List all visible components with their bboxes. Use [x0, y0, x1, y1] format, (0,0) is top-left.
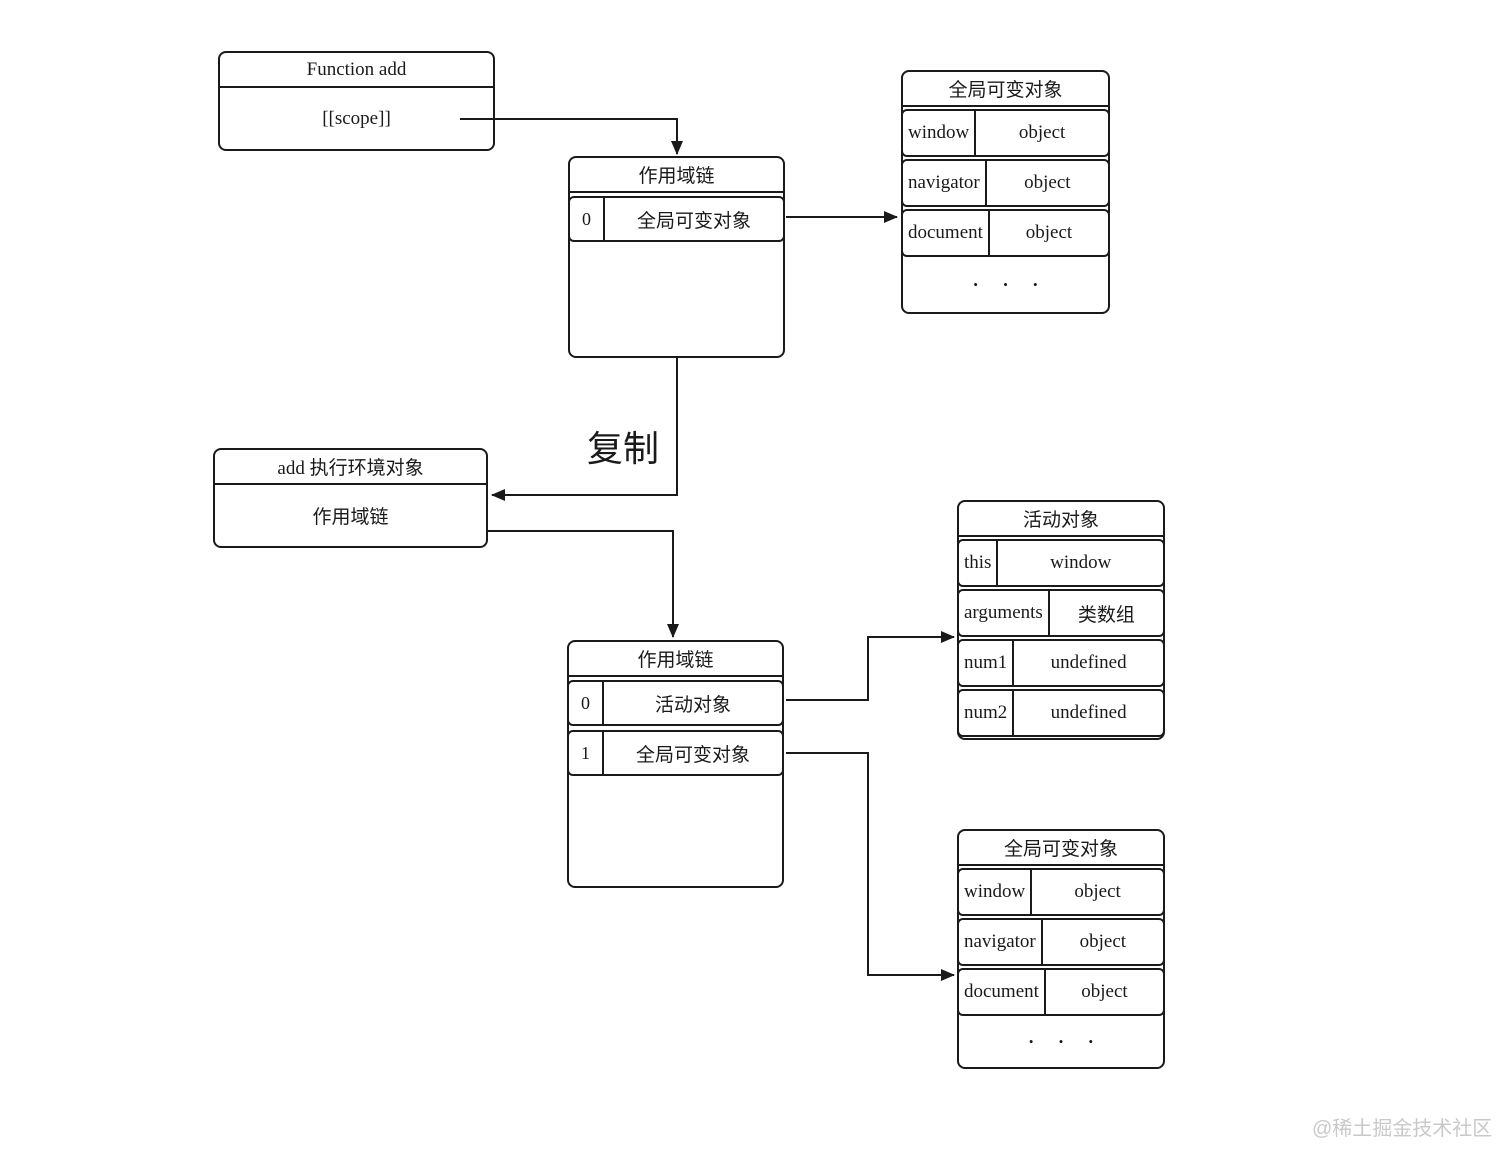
scope-chain-bottom-row-0: 0 活动对象	[567, 680, 784, 726]
row-key: arguments	[959, 591, 1050, 635]
row-index: 1	[569, 732, 604, 774]
row-value: object	[1018, 122, 1066, 143]
row-value: 全局可变对象	[635, 744, 750, 766]
scope-field-label: [[scope]]	[322, 107, 391, 129]
global-object-top-table: 全局可变对象 window object navigator object do…	[901, 70, 1110, 314]
row-index: 0	[569, 682, 604, 724]
copy-label: 复制	[586, 429, 659, 469]
global-object-bottom-table: 全局可变对象 window object navigator object do…	[957, 829, 1165, 1069]
global-object-top-row-document: document object	[901, 209, 1110, 257]
row-value: object	[1079, 931, 1127, 952]
activation-object-row-arguments: arguments 类数组	[957, 589, 1165, 637]
row-value: object	[1081, 981, 1128, 1002]
row-index: 0	[570, 198, 605, 240]
watermark: @稀土掘金技术社区	[1312, 1118, 1493, 1140]
row-value: object	[1024, 172, 1071, 193]
function-add-box: Function add [[scope]]	[218, 51, 495, 151]
scope-chain-top-box: 作用域链 0 全局可变对象	[568, 156, 785, 358]
row-key: document	[903, 211, 990, 255]
scope-chain-bottom-row-1: 1 全局可变对象	[567, 730, 784, 776]
row-value: undefined	[1050, 702, 1127, 723]
ellipsis-row: • • •	[973, 276, 1049, 292]
activation-object-row-this: this window	[957, 539, 1165, 587]
row-value: 全局可变对象	[636, 210, 751, 232]
activation-object-row-num2: num2 undefined	[957, 689, 1165, 737]
row-key: window	[903, 111, 977, 155]
exec-context-scope-chain-field: 作用域链	[312, 507, 389, 528]
row-key: window	[959, 870, 1033, 914]
activation-object-row-num1: num1 undefined	[957, 639, 1165, 687]
global-object-bottom-row-navigator: navigator object	[957, 918, 1165, 966]
scope-chain-bottom-title: 作用域链	[569, 642, 782, 677]
global-object-bottom-row-window: window object	[957, 868, 1165, 916]
scope-chain-bottom-box: 作用域链 0 活动对象 1 全局可变对象	[567, 640, 784, 888]
row-key: navigator	[903, 161, 987, 205]
arrow-exec-context-to-scopechain	[488, 530, 679, 638]
arrow-row1-to-global-object	[786, 752, 955, 981]
global-object-top-row-navigator: navigator object	[901, 159, 1110, 207]
row-value: 类数组	[1077, 604, 1135, 626]
activation-object-table: 活动对象 this window arguments 类数组 num1 unde…	[957, 500, 1165, 740]
row-value: object	[1074, 881, 1121, 902]
activation-object-title: 活动对象	[959, 502, 1163, 537]
exec-context-title: add 执行环境对象	[215, 450, 486, 485]
scope-chain-top-title: 作用域链	[570, 158, 783, 193]
global-object-bottom-row-document: document object	[957, 968, 1165, 1016]
row-key: this	[959, 541, 999, 585]
row-value: 活动对象	[654, 694, 731, 716]
function-add-title: Function add	[220, 53, 493, 88]
scope-chain-top-row-0: 0 全局可变对象	[568, 196, 785, 242]
row-value: undefined	[1050, 652, 1127, 673]
exec-context-box: add 执行环境对象 作用域链	[213, 448, 488, 548]
global-object-top-title: 全局可变对象	[903, 72, 1108, 107]
arrow-row0-to-activation-object	[786, 631, 955, 701]
row-key: num1	[959, 641, 1015, 685]
global-object-top-row-window: window object	[901, 109, 1110, 157]
row-value: window	[1050, 552, 1112, 573]
row-key: num2	[959, 691, 1015, 735]
global-object-bottom-title: 全局可变对象	[959, 831, 1163, 866]
row-key: navigator	[959, 920, 1043, 964]
row-key: document	[959, 970, 1046, 1014]
ellipsis-row: • • •	[1028, 1033, 1105, 1049]
row-value: object	[1025, 222, 1073, 243]
